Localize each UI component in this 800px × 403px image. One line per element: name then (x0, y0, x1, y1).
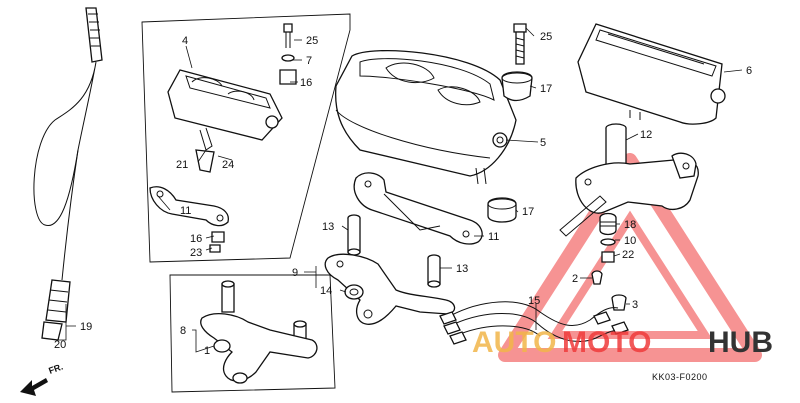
inset-box-upper (141, 13, 351, 263)
callout-9: 9 (292, 267, 298, 279)
callout-16-inset-bottom: 16 (190, 233, 202, 245)
callout-12: 12 (640, 129, 652, 141)
lower-stay (200, 280, 318, 384)
speedometer-cable (33, 7, 103, 341)
leader-lines (56, 27, 743, 353)
watermark-hub: HUB (708, 326, 773, 359)
front-arrow (20, 378, 48, 396)
callout-13-right: 13 (456, 263, 468, 275)
large-bracket (353, 172, 483, 245)
callout-17-bottom: 17 (522, 206, 534, 218)
stay-bracket (324, 253, 456, 325)
callout-11-inset: 11 (180, 205, 191, 217)
callout-2: 2 (572, 273, 578, 285)
callout-5: 5 (540, 137, 546, 149)
callout-13-left: 13 (322, 221, 334, 233)
callout-19: 19 (80, 321, 92, 333)
callout-24: 24 (222, 159, 234, 171)
callout-18: 18 (624, 219, 636, 231)
callout-22: 22 (622, 249, 634, 261)
inset-box-lower (169, 274, 336, 393)
small-bracket (149, 186, 230, 227)
callout-23: 23 (190, 247, 202, 259)
callout-16-inset-top: 16 (300, 77, 312, 89)
large-meter (334, 49, 517, 185)
pins (347, 214, 441, 288)
direction-label: FR. (47, 362, 64, 376)
watermark-text: AUTO MOTO HUB (472, 326, 773, 359)
callout-3: 3 (632, 299, 638, 311)
callout-7: 7 (306, 55, 312, 67)
callout-14: 14 (320, 285, 332, 297)
small-parts-right (591, 212, 627, 311)
callout-10: 10 (624, 235, 636, 247)
callout-20: 20 (54, 339, 66, 351)
main-bracket (559, 123, 699, 237)
callout-1: 1 (204, 345, 210, 357)
callout-8: 8 (180, 325, 186, 337)
wire-harness (439, 301, 629, 345)
small-screws (209, 23, 297, 253)
callout-25: 25 (540, 31, 552, 43)
watermark-auto: AUTO (472, 326, 556, 359)
callout-25-inset: 25 (306, 35, 318, 47)
callout-17-top: 17 (540, 83, 552, 95)
callout-4: 4 (182, 35, 188, 47)
watermark-moto: MOTO (562, 326, 651, 359)
callout-21: 21 (176, 159, 188, 171)
callout-15: 15 (528, 295, 540, 307)
callout-6: 6 (746, 65, 752, 77)
callout-11: 11 (488, 231, 499, 243)
diagram-code: KK03-F0200 (652, 372, 708, 382)
tachometer (577, 23, 726, 125)
screw-stack (487, 23, 533, 223)
callout-labels: 4 25 7 16 21 24 11 16 23 25 17 5 6 12 17… (54, 31, 752, 357)
small-meter (167, 69, 283, 173)
